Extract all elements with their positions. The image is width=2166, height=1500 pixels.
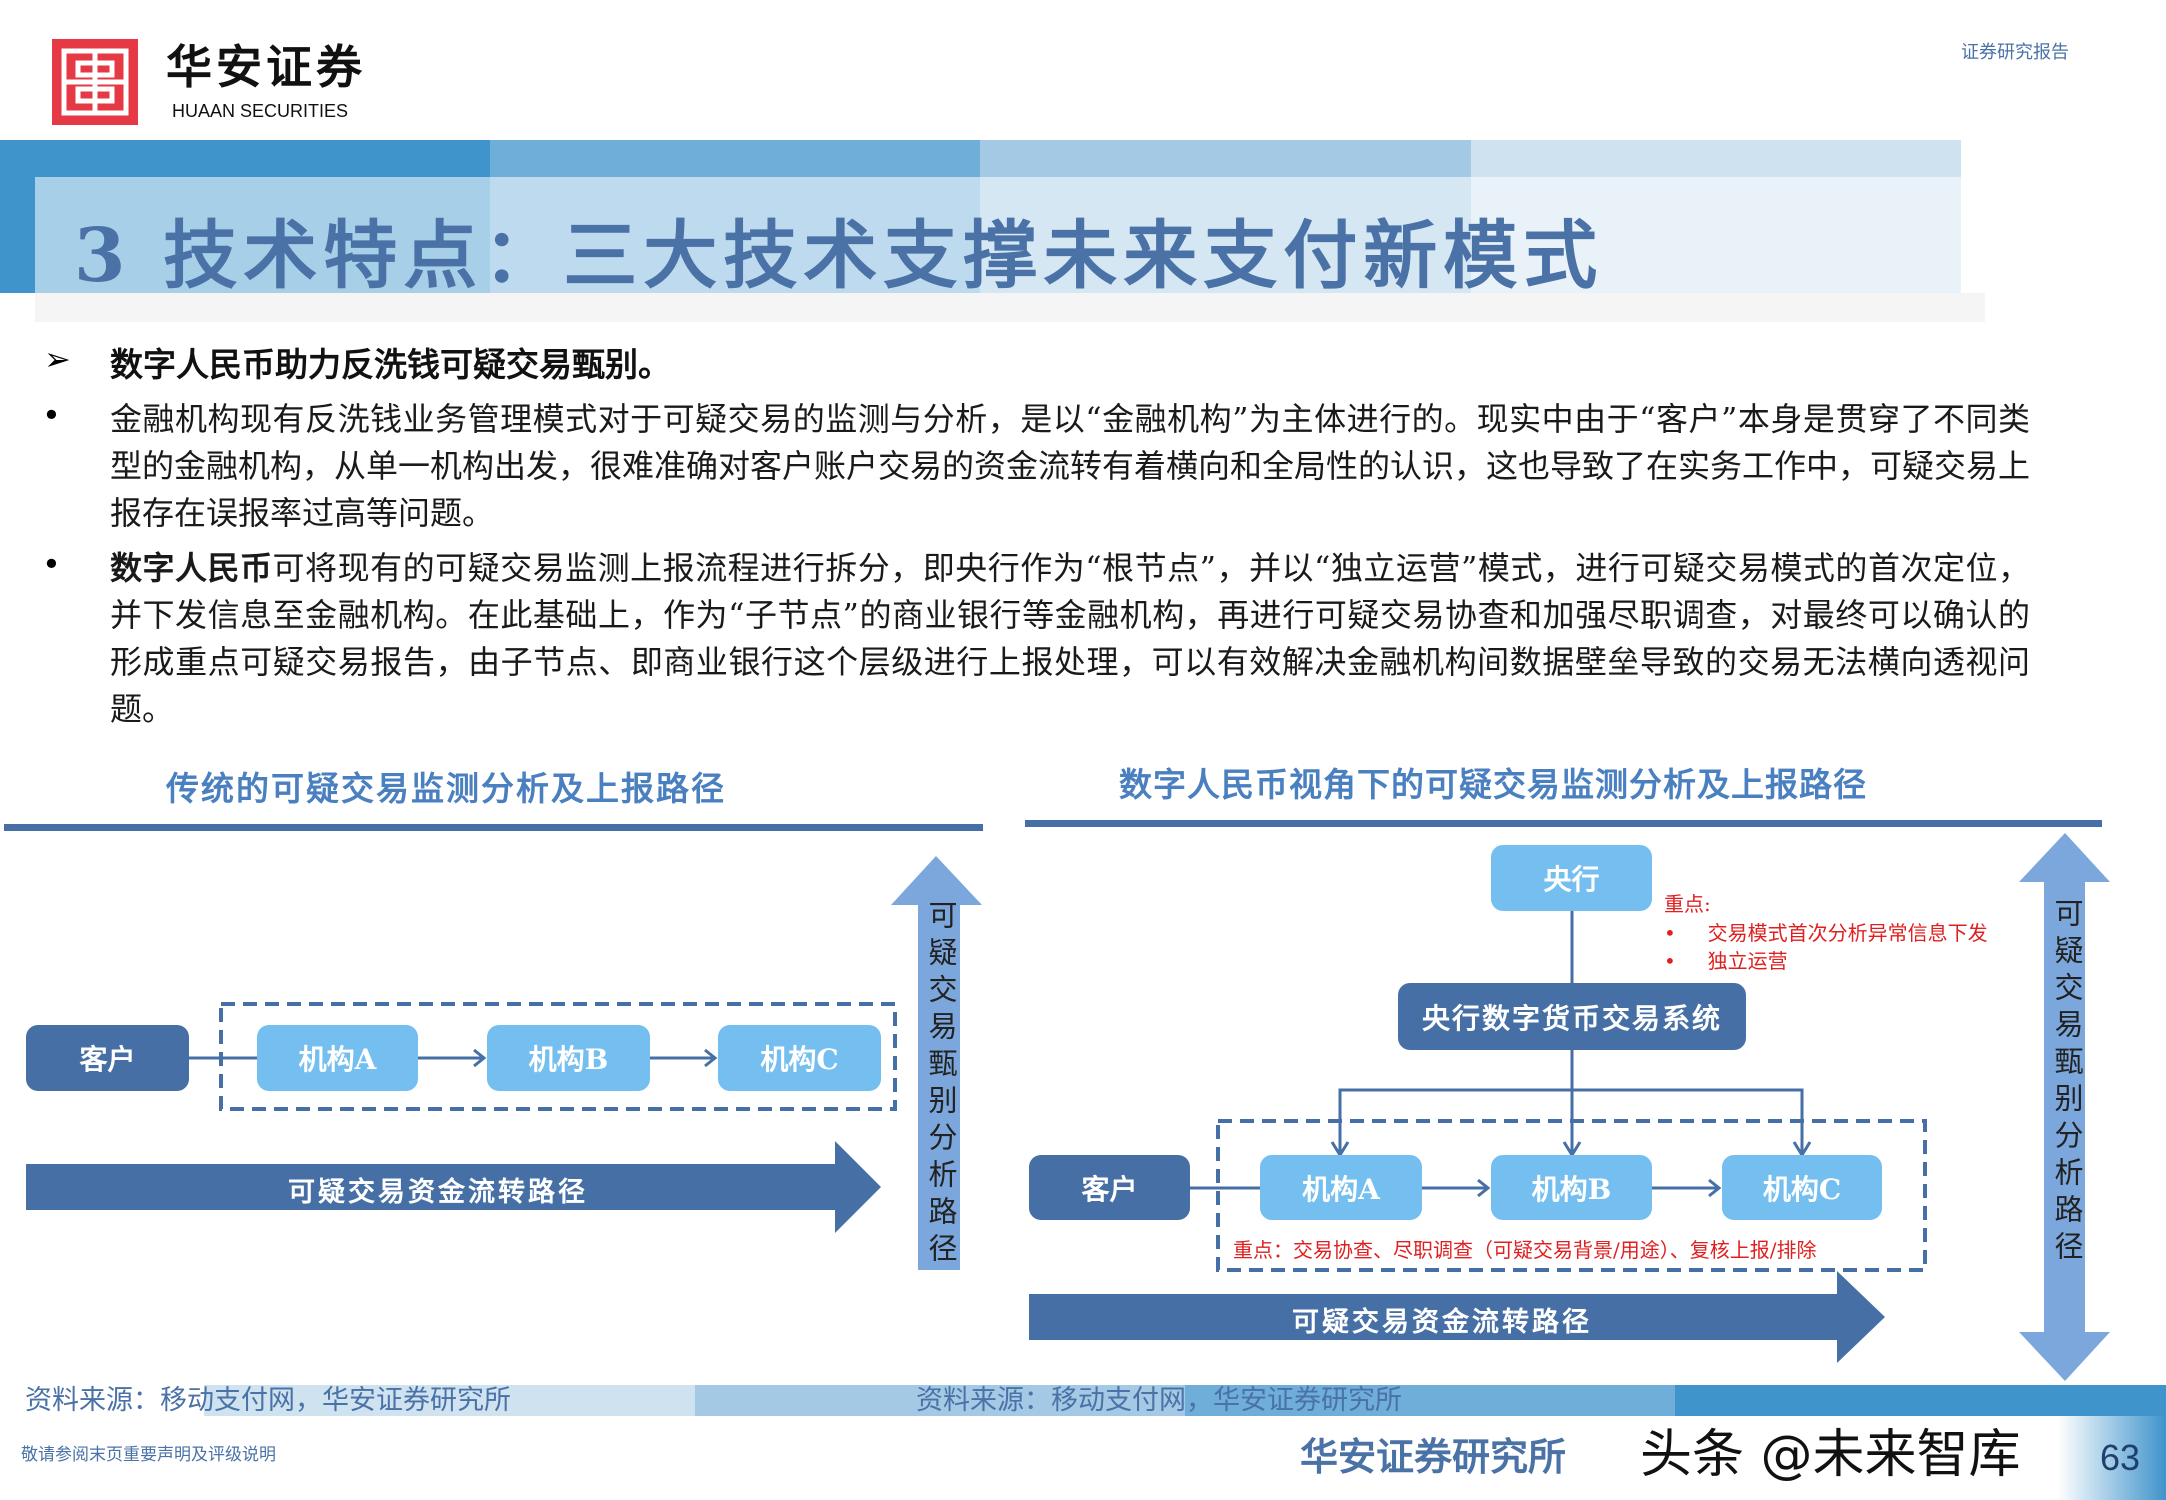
central-note-text: 独立运营 (1707, 949, 1788, 973)
footer-band (204, 1385, 695, 1416)
flow-arrow-shape (26, 1141, 881, 1233)
vertical-arrow-shape (891, 856, 982, 1270)
footer-band-seg (1185, 1385, 1675, 1416)
arrow-head (473, 1048, 487, 1068)
left-flow-arrow-label: 可疑交易资金流转路径 (288, 1177, 588, 1208)
footer-band-seg (695, 1385, 1185, 1416)
right-vertical-arrow-label: 可疑交易甄别分析路径 (2050, 898, 2084, 1268)
right-diagram-graphics (1029, 833, 2110, 1381)
central-note-label: 重点: (1664, 892, 1711, 916)
heading-marker: ➢ (44, 340, 71, 378)
left-institution-b: 机构B (487, 1025, 650, 1091)
watermark: 头条 @未来智库 (1639, 1424, 2022, 1486)
title-panel (35, 177, 1985, 293)
left-diagram-title: 传统的可疑交易监测分析及上报路径 (166, 769, 726, 808)
left-vertical-arrow-label: 可疑交易甄别分析路径 (924, 900, 958, 1270)
left-institution-a: 机构A (257, 1025, 418, 1091)
logo (52, 39, 138, 125)
logo-mark-icon (61, 48, 129, 116)
left-institution-c: 机构C (718, 1025, 881, 1091)
report-type: 证券研究报告 (1961, 42, 2069, 63)
left-customer-box: 客户 (26, 1025, 189, 1091)
central-note-item: • 独立运营 (1664, 949, 1788, 973)
right-institution-c: 机构C (1722, 1155, 1882, 1220)
title-panel-shadow (35, 293, 1985, 322)
page-title: 3 技术特点：三大技术支撑未来支付新模式 (74, 213, 1604, 299)
central-note-text: 交易模式首次分析异常信息下发 (1707, 921, 1988, 945)
right-institution-b: 机构B (1491, 1155, 1652, 1220)
bullet-text: 可将现有的可疑交易监测上报流程进行拆分，即央行作为“根节点”，并以“独立运营”模… (110, 549, 2030, 728)
vertical-arrow-shape (2019, 833, 2110, 1381)
cbdc-system-box: 央行数字货币交易系统 (1398, 983, 1746, 1050)
institution-note: 重点：交易协查、尽职调查（可疑交易背景/用途）、复核上报/排除 (1233, 1238, 1817, 1262)
bullet-paragraph-1: 金融机构现有反洗钱业务管理模式对于可疑交易的监测与分析，是以“金融机构”为主体进… (110, 396, 2030, 537)
flow-arrow-shape (1029, 1271, 1885, 1363)
corner-gradient (2058, 1416, 2166, 1500)
central-bank-box: 央行 (1491, 845, 1652, 911)
bullet-paragraph-2: 数字人民币可将现有的可疑交易监测上报流程进行拆分，即央行作为“根节点”，并以“独… (110, 545, 2030, 733)
bullet-marker: • (42, 545, 61, 583)
footer-band-seg (1675, 1385, 2166, 1416)
source-right: 资料来源：移动支付网，华安证券研究所 (916, 1385, 1402, 1416)
logo-text-en: HUAAN SECURITIES (172, 101, 349, 121)
central-note-item: • 交易模式首次分析异常信息下发 (1664, 921, 1988, 945)
right-diagram-title: 数字人民币视角下的可疑交易监测分析及上报路径 (1119, 765, 1867, 804)
disclaimer: 敬请参阅末页重要声明及评级说明 (21, 1445, 276, 1465)
bullet-marker: • (42, 396, 61, 434)
logo-text-cn: 华安证券 (166, 40, 366, 94)
left-title-rule (4, 824, 983, 831)
arrow-head (1477, 1178, 1491, 1198)
right-title-rule (1025, 820, 2102, 827)
bullet-bold: 数字人民币 (110, 549, 273, 587)
section-heading: 数字人民币助力反洗钱可疑交易甄别。 (110, 345, 671, 384)
source-left: 资料来源：移动支付网，华安证券研究所 (25, 1385, 511, 1416)
institute-name: 华安证券研究所 (1300, 1434, 1567, 1479)
institutions-dashed-box (1216, 1119, 1927, 1272)
right-customer-box: 客户 (1029, 1155, 1190, 1220)
page-number: 63 (2100, 1437, 2141, 1478)
arrow-head (704, 1048, 718, 1068)
arrow-head (1708, 1178, 1722, 1198)
left-diagram-graphics (26, 856, 982, 1270)
right-institution-a: 机构A (1260, 1155, 1422, 1220)
bullet-text: 金融机构现有反洗钱业务管理模式对于可疑交易的监测与分析，是以“金融机构”为主体进… (110, 400, 2031, 532)
right-flow-arrow-label: 可疑交易资金流转路径 (1292, 1307, 1592, 1338)
